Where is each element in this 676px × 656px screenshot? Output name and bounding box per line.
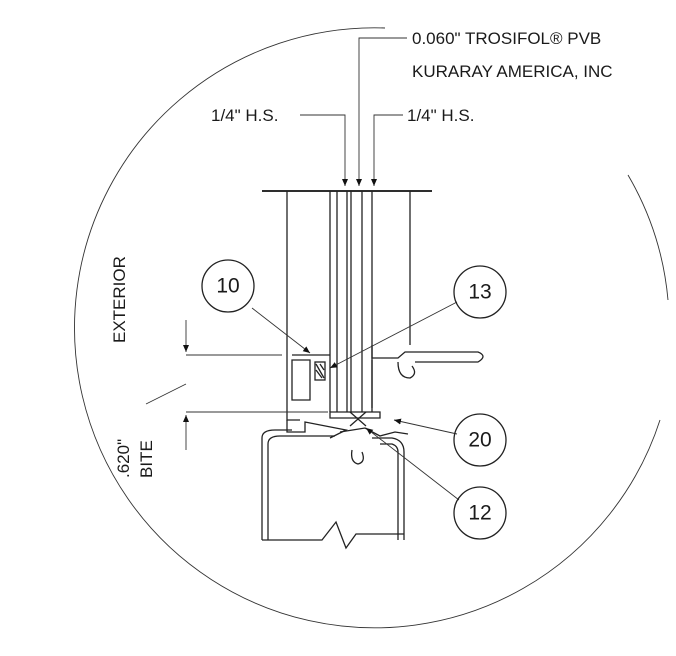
leader-callout-10 (251, 307, 311, 354)
callout-20: 20 (453, 413, 507, 467)
glazing-bead (371, 345, 484, 408)
glass-left-label: 1/4" H.S. (211, 106, 278, 125)
interlayer-label-line1: 0.060" TROSIFOL® PVB (412, 29, 601, 48)
detail-circle (74, 27, 661, 629)
bite-value-label: .620" (114, 439, 133, 478)
glass-unit (286, 191, 411, 412)
callout-10-number: 10 (216, 275, 239, 298)
setting-block (329, 411, 381, 427)
bite-label: BITE (137, 440, 156, 478)
detail-circle-right-arc (627, 174, 669, 301)
callout-12-number: 12 (468, 502, 491, 525)
callout-10: 10 (201, 259, 255, 313)
leader-interlayer (356, 37, 407, 186)
break-line (262, 520, 404, 550)
leader-glass-right (371, 114, 403, 186)
glass-right-label: 1/4" H.S. (407, 106, 474, 125)
frame-profile (261, 420, 409, 540)
callout-13-number: 13 (468, 281, 491, 304)
callout-13: 13 (453, 265, 507, 319)
callout-20-number: 20 (468, 429, 491, 452)
bite-dimension (145, 320, 328, 450)
leader-callout-20 (393, 418, 458, 435)
callout-12: 12 (453, 486, 507, 540)
leader-glass-left (300, 114, 348, 186)
leader-callout-13 (329, 301, 458, 369)
exterior-label: EXTERIOR (110, 256, 129, 343)
exterior-stop (286, 352, 330, 421)
interlayer-label-line2: KURARAY AMERICA, INC (412, 62, 613, 81)
leader-callout-12 (365, 427, 460, 501)
